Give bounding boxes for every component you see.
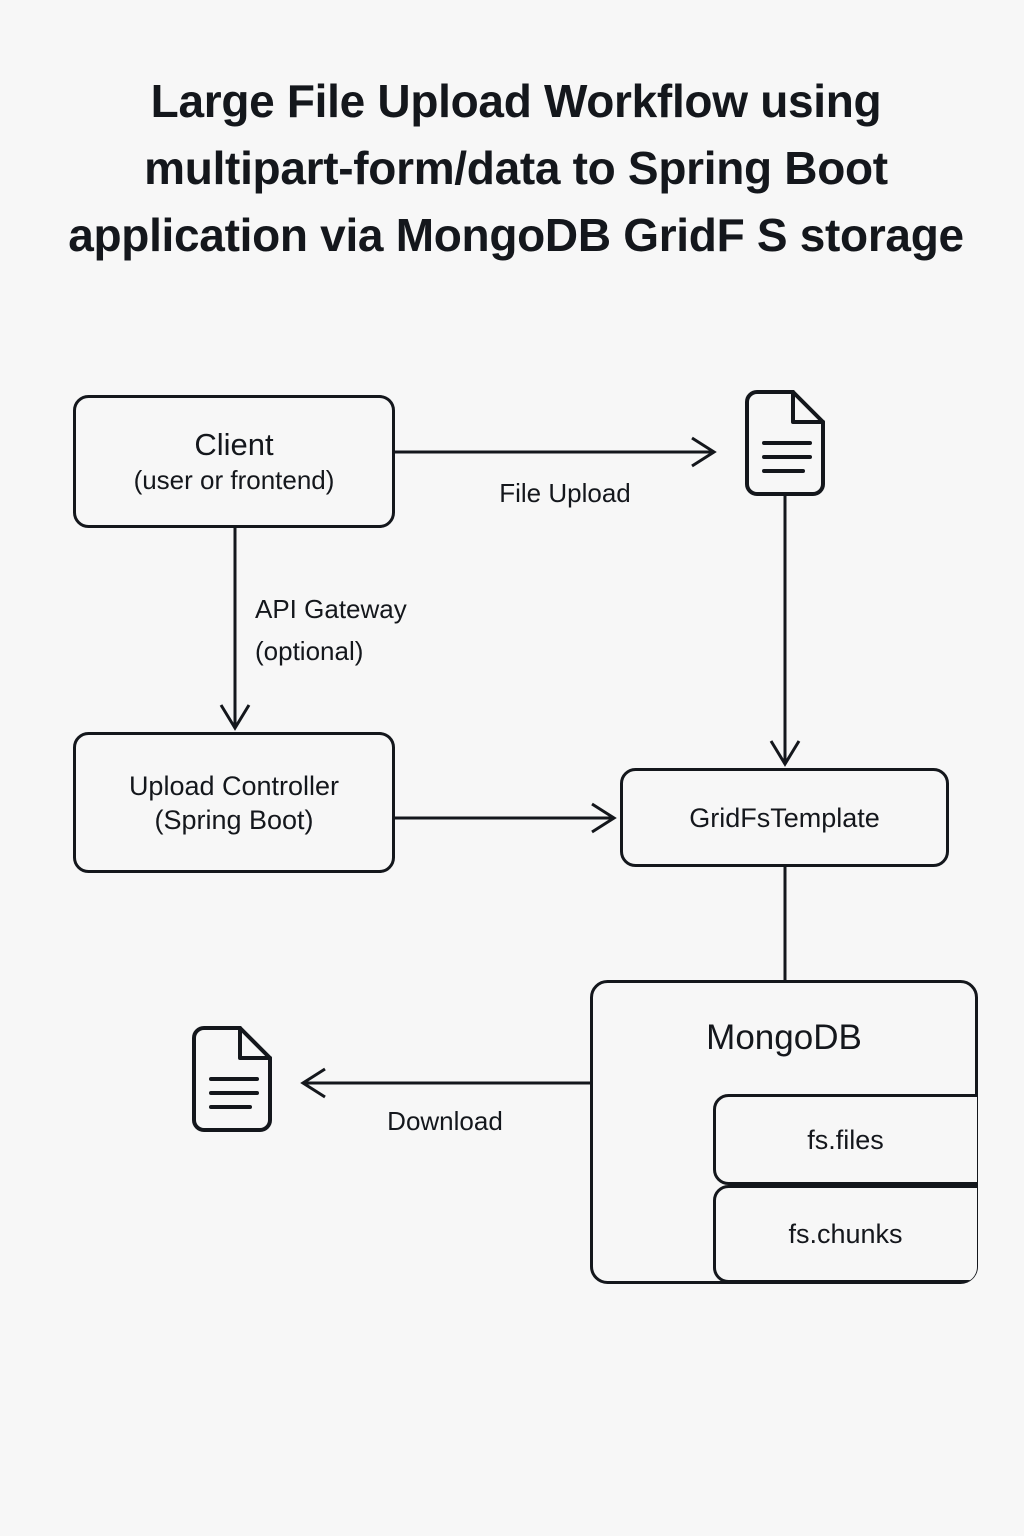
node-client[interactable] — [73, 395, 395, 528]
node-client-sublabel: (user or frontend) — [133, 465, 335, 495]
node-gridfstemplate-label-group: GridFsTemplate — [621, 769, 948, 866]
node-gridfstemplate[interactable] — [620, 768, 949, 867]
node-client-label: Client — [194, 427, 274, 462]
edge-client-to-file-arrowhead — [691, 436, 717, 468]
node-upload-controller-sublabel: (Spring Boot) — [154, 804, 314, 835]
edge-label-download: Download — [387, 1106, 503, 1136]
download-document-icon — [192, 1026, 272, 1132]
node-fs-files[interactable] — [713, 1094, 1005, 1185]
node-mongodb-label-group: MongoDB — [591, 1008, 977, 1068]
edge-label-api-gateway: API Gateway — [255, 594, 407, 624]
node-mongodb-label: MongoDB — [706, 1018, 862, 1057]
node-gridfstemplate-label: GridFsTemplate — [689, 802, 880, 833]
edge-client-to-controller-arrowhead — [219, 704, 251, 731]
node-fs-chunks[interactable] — [713, 1185, 1005, 1283]
edge-file-to-gridfs-arrowhead — [769, 740, 801, 767]
node-upload-controller-label: Upload Controller — [128, 770, 340, 801]
node-fs-chunks-label: fs.chunks — [788, 1219, 903, 1249]
edge-mongodb-to-download-arrowhead — [300, 1067, 326, 1099]
edge-controller-to-gridfs-arrowhead — [591, 802, 617, 834]
node-upload-controller[interactable] — [73, 732, 395, 873]
edge-label-api-gateway-optional: (optional) — [255, 636, 364, 666]
node-client-label-group: Client (user or frontend) — [74, 396, 394, 527]
upload-document-icon — [745, 390, 825, 496]
edge-label-file-upload: File Upload — [499, 478, 631, 508]
node-fs-files-label-group: fs.files — [714, 1095, 977, 1184]
page-title: Large File Upload Workflow using multipa… — [68, 75, 964, 261]
node-fs-files-label: fs.files — [807, 1124, 884, 1155]
node-fs-chunks-label-group: fs.chunks — [714, 1186, 977, 1282]
node-upload-controller-label-group: Upload Controller (Spring Boot) — [74, 733, 394, 872]
